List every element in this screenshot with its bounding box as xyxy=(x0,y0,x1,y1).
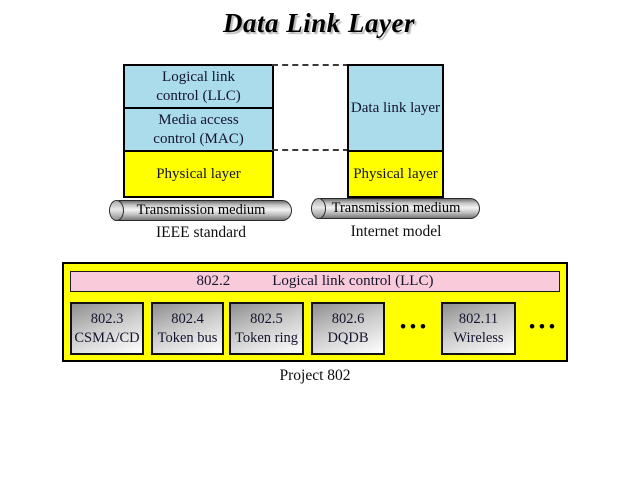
transmission-medium-cylinder-ieee: Transmission medium xyxy=(109,200,292,221)
caption-internet-model: Internet model xyxy=(350,223,442,240)
physical-layer-box-internet: Physical layer xyxy=(347,150,444,198)
caption-project-802: Project 802 xyxy=(279,367,351,384)
standard-box-802-4-token-bus: 802.4 Token bus xyxy=(151,302,224,355)
standard-box-802-6-dqdb: 802.6 DQDB xyxy=(311,302,385,355)
standard-box-802-11-wireless: 802.11 Wireless xyxy=(441,302,516,355)
standard-box-802-5-token-ring: 802.5 Token ring xyxy=(229,302,304,355)
llc-layer-box: Logical link control (LLC) xyxy=(123,64,274,109)
ellipsis-dots: ••• xyxy=(400,317,430,336)
physical-layer-box-ieee: Physical layer xyxy=(123,150,274,198)
dashed-connector-bottom xyxy=(272,149,349,151)
standard-box-802-3-csma-cd: 802.3 CSMA/CD xyxy=(70,302,144,355)
page-title: Data Link Layer xyxy=(223,8,415,38)
llc-bar-code: 802.2 xyxy=(196,273,231,289)
caption-ieee-standard: IEEE standard xyxy=(156,224,246,241)
ellipsis-dots: ••• xyxy=(529,317,559,336)
llc-bar-label: Logical link control (LLC) xyxy=(272,273,434,289)
transmission-medium-label: Transmission medium xyxy=(136,202,266,218)
mac-layer-box: Media access control (MAC) xyxy=(123,107,274,152)
data-link-layer-box: Data link layer xyxy=(347,64,444,152)
llc-802-2-bar: 802.2 Logical link control (LLC) xyxy=(70,271,560,292)
transmission-medium-cylinder-internet: Transmission medium xyxy=(311,198,480,219)
dashed-connector-top xyxy=(272,64,349,66)
transmission-medium-label: Transmission medium xyxy=(331,200,461,216)
